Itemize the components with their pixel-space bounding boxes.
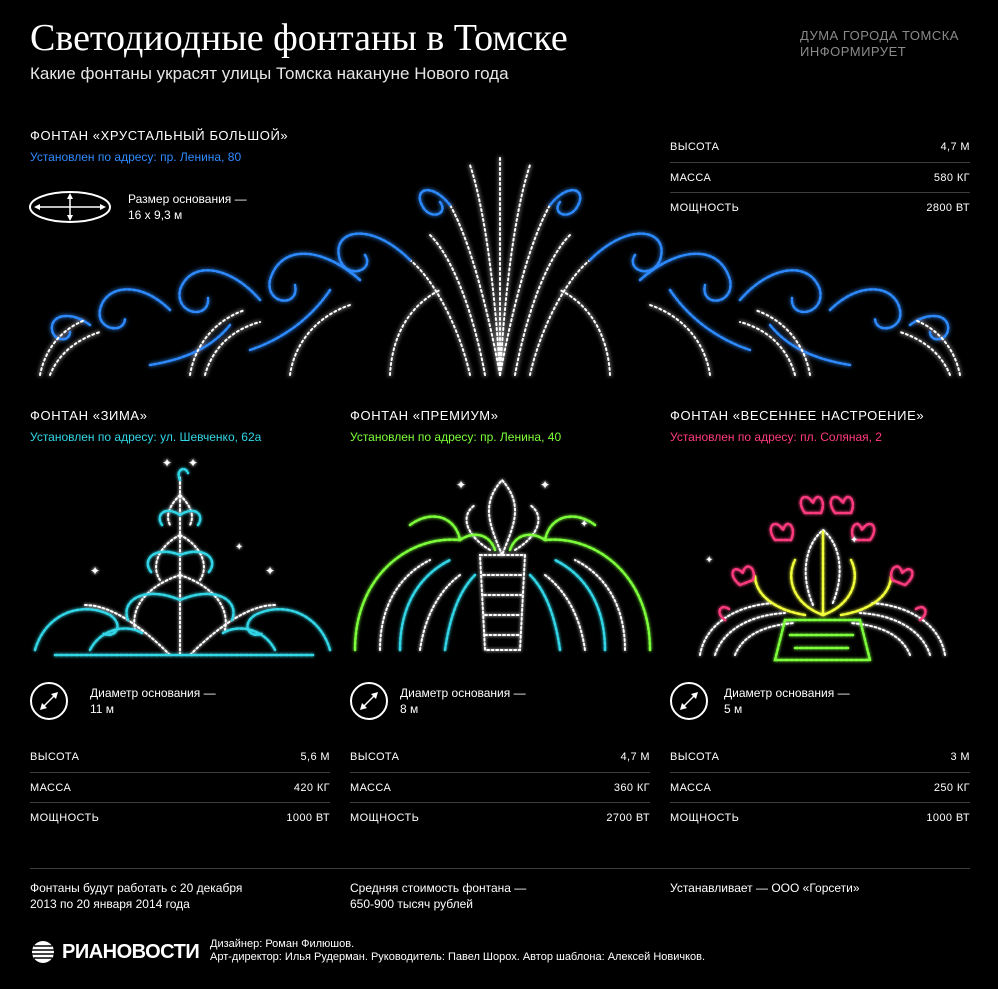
- fountain-big-dimension: Размер основания — 16 х 9,3 м: [28, 190, 247, 224]
- publisher-label: ДУМА ГОРОДА ТОМСКА ИНФОРМИРУЕТ: [800, 28, 959, 60]
- page-title: Светодиодные фонтаны в Томске: [30, 17, 568, 59]
- dimension-label: Диаметр основания —: [400, 686, 526, 700]
- fountain-premium-stats: ВЫСОТА 4,7 М МАССА 360 КГ МОЩНОСТЬ 2700 ВТ: [350, 742, 650, 832]
- stat-value: 1000 ВТ: [286, 811, 330, 824]
- footer-text: 2013 по 20 января 2014 года: [30, 897, 190, 911]
- fountain-big-address: Установлен по адресу: пр. Ленина, 80: [30, 150, 242, 164]
- credits: Дизайнер: Роман Филюшов. Арт-директор: И…: [210, 938, 705, 964]
- publisher-line-1: ДУМА ГОРОДА ТОМСКА: [800, 28, 959, 43]
- footer-text: 650-900 тысяч рублей: [350, 897, 473, 911]
- fountain-premium-dimension: Диаметр основания — 8 м: [350, 682, 526, 720]
- stat-label: МАССА: [670, 781, 712, 794]
- stat-label: МОЩНОСТЬ: [670, 201, 740, 214]
- dimension-value: 11 м: [90, 702, 115, 716]
- footer-divider: [30, 868, 970, 869]
- ria-logo: РИАНОВОСТИ: [30, 940, 200, 964]
- globe-icon: [32, 941, 54, 963]
- stat-label: ВЫСОТА: [670, 141, 720, 153]
- footer-text: Фонтаны будут работать с 20 декабря: [30, 881, 243, 895]
- fountain-zima-dimension: Диаметр основания — 11 м: [30, 682, 216, 720]
- fountain-spring-illustration: ✦ ✦: [699, 495, 946, 662]
- stat-label: МАССА: [30, 781, 72, 794]
- footer-work-dates: Фонтаны будут работать с 20 декабря 2013…: [30, 880, 242, 912]
- stat-label: МОЩНОСТЬ: [670, 811, 740, 824]
- fountain-spring-address: Установлен по адресу: пл. Соляная, 2: [670, 430, 882, 444]
- dimension-value: 5 м: [724, 702, 743, 716]
- svg-text:✦: ✦: [850, 535, 858, 546]
- diameter-icon: [30, 682, 68, 720]
- fountain-premium-name: ФОНТАН «ПРЕМИУМ»: [350, 408, 499, 423]
- stat-value: 5,6 М: [300, 751, 330, 763]
- svg-text:✦: ✦: [540, 478, 550, 492]
- footer-text: Средняя стоимость фонтана —: [350, 881, 527, 895]
- stat-row-height: ВЫСОТА 4,7 М: [350, 742, 650, 772]
- fountain-zima-stats: ВЫСОТА 5,6 М МАССА 420 КГ МОЩНОСТЬ 1000 ВТ: [30, 742, 330, 832]
- stat-row-power: МОЩНОСТЬ 1000 ВТ: [30, 802, 330, 832]
- diameter-icon: [350, 682, 388, 720]
- stat-value: 4,7 М: [620, 751, 650, 763]
- fountain-spring-dimension: Диаметр основания — 5 м: [670, 682, 850, 720]
- stat-value: 250 КГ: [933, 781, 970, 794]
- svg-text:✦: ✦: [90, 564, 100, 578]
- stat-row-mass: МАССА 580 КГ: [670, 162, 970, 192]
- stat-row-height: ВЫСОТА 3 М: [670, 742, 970, 772]
- ellipse-size-icon: [29, 191, 111, 223]
- stat-label: ВЫСОТА: [670, 751, 720, 763]
- fountain-spring-stats: ВЫСОТА 3 М МАССА 250 КГ МОЩНОСТЬ 1000 ВТ: [670, 742, 970, 832]
- credits-line: Дизайнер: Роман Филюшов.: [210, 938, 355, 950]
- stat-value: 420 КГ: [293, 781, 330, 794]
- dimension-label: Размер основания —: [128, 192, 247, 206]
- page-subtitle: Какие фонтаны украсят улицы Томска накан…: [30, 64, 509, 83]
- fountain-big-name: ФОНТАН «ХРУСТАЛЬНЫЙ БОЛЬШОЙ»: [30, 128, 289, 143]
- stat-label: МОЩНОСТЬ: [30, 811, 100, 824]
- stat-row-mass: МАССА 420 КГ: [30, 772, 330, 802]
- stat-value: 2700 ВТ: [606, 811, 650, 824]
- fountain-spring-name: ФОНТАН «ВЕСЕННЕЕ НАСТРОЕНИЕ»: [670, 408, 925, 423]
- stat-label: МОЩНОСТЬ: [350, 811, 420, 824]
- dimension-label: Диаметр основания —: [724, 686, 850, 700]
- fountain-big-stats: ВЫСОТА 4,7 М МАССА 580 КГ МОЩНОСТЬ 2800 ВТ: [670, 132, 970, 222]
- stat-label: ВЫСОТА: [30, 751, 80, 763]
- fountain-zima-address: Установлен по адресу: ул. Шевченко, 62а: [30, 430, 262, 444]
- svg-text:✦: ✦: [265, 564, 275, 578]
- credits-line: Арт-директор: Илья Рудерман. Руководител…: [210, 951, 706, 963]
- stat-value: 2800 ВТ: [926, 201, 970, 214]
- dimension-value: 16 х 9,3 м: [128, 208, 183, 222]
- stat-row-mass: МАССА 360 КГ: [350, 772, 650, 802]
- fountain-zima-name: ФОНТАН «ЗИМА»: [30, 408, 148, 423]
- stat-value: 4,7 М: [940, 141, 970, 153]
- stat-label: МАССА: [350, 781, 392, 794]
- svg-text:✦: ✦: [188, 456, 198, 470]
- svg-text:✦: ✦: [580, 519, 588, 530]
- publisher-line-2: ИНФОРМИРУЕТ: [800, 44, 907, 59]
- dimension-value: 8 м: [400, 702, 419, 716]
- stat-value: 360 КГ: [613, 781, 650, 794]
- stat-row-power: МОЩНОСТЬ 2700 ВТ: [350, 802, 650, 832]
- svg-text:✦: ✦: [456, 478, 466, 492]
- stat-row-power: МОЩНОСТЬ 2800 ВТ: [670, 192, 970, 222]
- stat-label: ВЫСОТА: [350, 751, 400, 763]
- fountain-zima-illustration: ✦ ✦ ✦ ✦ ✦: [33, 456, 332, 657]
- svg-text:✦: ✦: [162, 456, 172, 470]
- stat-row-power: МОЩНОСТЬ 1000 ВТ: [670, 802, 970, 832]
- footer-installer: Устанавливает — ООО «Горсети»: [670, 881, 860, 895]
- svg-text:✦: ✦: [235, 542, 243, 553]
- stat-label: МАССА: [670, 171, 712, 184]
- fountain-big-illustration: [39, 157, 961, 376]
- logo-text: РИАНОВОСТИ: [62, 940, 200, 963]
- stat-value: 3 М: [950, 751, 970, 763]
- stat-row-mass: МАССА 250 КГ: [670, 772, 970, 802]
- svg-text:✦: ✦: [705, 555, 713, 566]
- fountain-premium-address: Установлен по адресу: пр. Ленина, 40: [350, 430, 562, 444]
- fountain-premium-illustration: ✦ ✦ ✦: [353, 478, 652, 652]
- stat-row-height: ВЫСОТА 4,7 М: [670, 132, 970, 162]
- dimension-label: Диаметр основания —: [90, 686, 216, 700]
- stat-value: 580 КГ: [933, 171, 970, 184]
- diameter-icon: [670, 682, 708, 720]
- stat-value: 1000 ВТ: [926, 811, 970, 824]
- stat-row-height: ВЫСОТА 5,6 М: [30, 742, 330, 772]
- footer-cost: Средняя стоимость фонтана — 650-900 тыся…: [350, 880, 526, 912]
